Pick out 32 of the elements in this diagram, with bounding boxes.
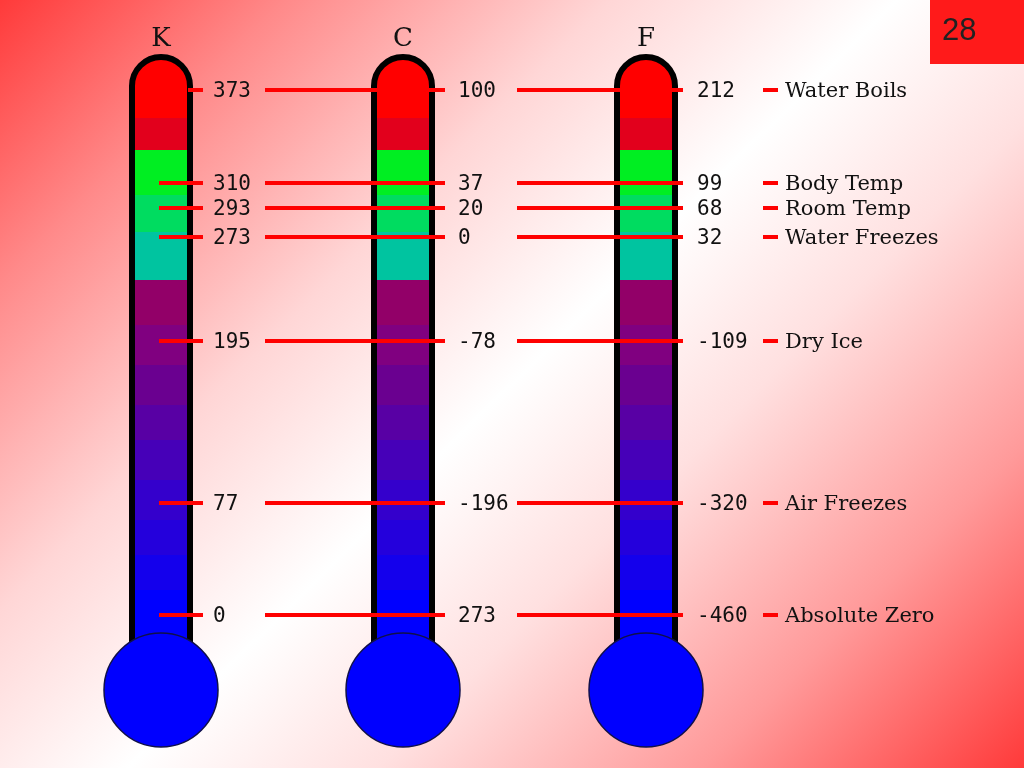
temperature-value: -320 [697, 492, 748, 514]
reference-point-label: Water Boils [785, 79, 908, 101]
temperature-value: 20 [458, 197, 484, 219]
temperature-value: -109 [697, 330, 748, 352]
temperature-value: 293 [213, 197, 251, 219]
temperature-value: 99 [697, 172, 723, 194]
temperature-value: 68 [697, 197, 723, 219]
temperature-value: 195 [213, 330, 251, 352]
temperature-value: 212 [697, 79, 735, 101]
temperature-value: -460 [697, 604, 748, 626]
reference-point-label: Absolute Zero [785, 604, 935, 626]
temperature-value: 273 [458, 604, 496, 626]
temperature-value: 32 [697, 226, 723, 248]
temperature-value: -78 [458, 330, 496, 352]
temperature-value: -196 [458, 492, 509, 514]
temperature-value: 0 [213, 604, 226, 626]
temperature-value: 37 [458, 172, 484, 194]
reference-point-label: Dry Ice [785, 330, 863, 352]
temperature-value: 273 [213, 226, 251, 248]
scale-heading: F [635, 24, 656, 50]
scale-heading: K [150, 24, 172, 50]
temperature-value: 100 [458, 79, 496, 101]
scale-heading: C [392, 24, 414, 50]
reference-point-label: Room Temp [785, 197, 911, 219]
reference-point-label: Body Temp [785, 172, 904, 194]
temperature-value: 310 [213, 172, 251, 194]
temperature-value: 77 [213, 492, 239, 514]
slide-number: 28 [930, 0, 1024, 64]
reference-point-label: Air Freezes [785, 492, 908, 514]
reference-point-label: Water Freezes [785, 226, 939, 248]
temperature-value: 0 [458, 226, 471, 248]
temperature-value: 373 [213, 79, 251, 101]
